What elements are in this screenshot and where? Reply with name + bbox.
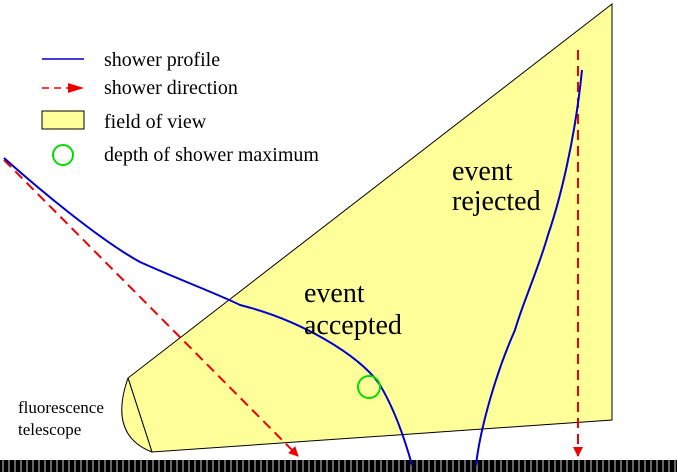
event-rejected-label-line1: event	[452, 156, 513, 187]
shower-direction-accepted-arrow	[3, 159, 299, 457]
telescope-aperture-line	[127, 377, 153, 453]
telescope-body	[121, 377, 153, 453]
legend-field-of-view-label: field of view	[104, 111, 207, 133]
legend-shower-maximum-symbol	[52, 144, 74, 166]
event-accepted-label-line1: event	[304, 278, 365, 309]
shower-profile-rejected-curve	[475, 69, 583, 466]
legend-shower-maximum-label: depth of shower maximum	[104, 144, 319, 166]
legend-shower-profile-label: shower profile	[104, 49, 220, 71]
legend-field-of-view-symbol	[41, 110, 85, 130]
field-of-view-region	[127, 2, 613, 453]
legend-shower-direction-label: shower direction	[104, 77, 238, 99]
event-accepted-label-line2: accepted	[304, 310, 402, 341]
legend: shower profile shower direction field of…	[41, 49, 319, 166]
telescope-label-line1: fluorescence	[18, 398, 104, 417]
telescope-label-line2: telescope	[18, 420, 81, 439]
event-rejected-label-line2: rejected	[452, 186, 541, 217]
shower-maximum-circle	[357, 375, 381, 399]
legend-shower-direction-arrowhead	[68, 83, 84, 93]
ground-strip	[0, 460, 677, 472]
shower-profile-accepted-curve	[3, 157, 413, 466]
